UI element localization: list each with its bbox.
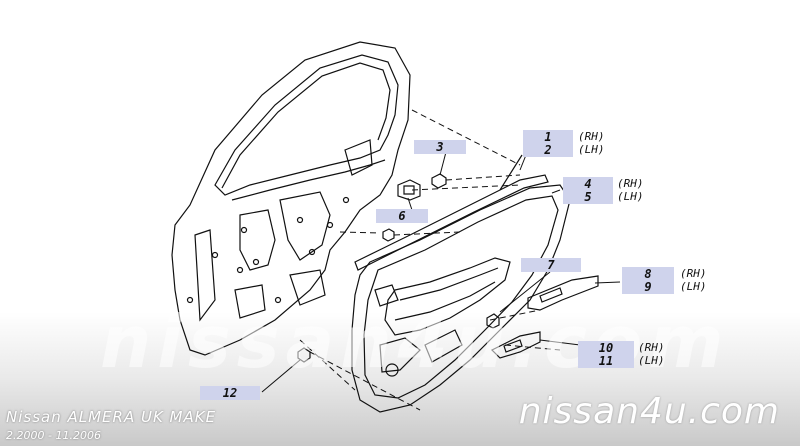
callout-6[interactable]: 6 [376, 209, 428, 223]
callout-10-side: (RH) [638, 341, 665, 354]
callout-1[interactable]: 1 [523, 130, 573, 144]
callout-2-side: (LH) [578, 143, 605, 156]
callout-4-number: 4 [584, 177, 592, 191]
callout-8-side: (RH) [680, 267, 707, 280]
armrest [384, 257, 511, 336]
callout-7-number: 7 [547, 258, 555, 272]
trim-screw-7 [486, 313, 500, 329]
callout-8[interactable]: 8 [622, 267, 674, 281]
callout-2[interactable]: 2 [523, 143, 573, 157]
model-caption: Nissan ALMERA UK MAKE [6, 408, 217, 426]
callout-5-side: (LH) [617, 190, 644, 203]
watermark: nissan4u.com [100, 300, 730, 384]
lock-switch-bezel [490, 331, 541, 359]
callout-9[interactable]: 9 [622, 280, 674, 294]
callout-3-number: 3 [436, 140, 444, 154]
callout-8-number: 8 [644, 267, 652, 281]
callout-7[interactable]: 7 [521, 258, 581, 272]
callout-9-side: (LH) [680, 280, 707, 293]
callout-11-side: (LH) [638, 354, 665, 367]
production-years: 2.2000 - 11.2006 [6, 429, 101, 442]
brand-logo-text: nissan4u.com [518, 391, 780, 432]
callout-12[interactable]: 12 [200, 386, 260, 400]
weather-strip [354, 174, 549, 271]
callout-3[interactable]: 3 [414, 140, 466, 154]
callout-11-number: 11 [598, 354, 614, 368]
clip-screw [431, 173, 447, 189]
grommet-12 [297, 347, 311, 363]
callout-4[interactable]: 4 [563, 177, 613, 191]
callout-1-side: (RH) [578, 130, 605, 143]
door-frame-outline [171, 41, 411, 356]
callout-4-side: (RH) [617, 177, 644, 190]
callout-2-number: 2 [544, 143, 552, 157]
callout-10-number: 10 [598, 341, 614, 355]
callout-9-number: 9 [644, 280, 652, 294]
window-switch-bezel [527, 275, 599, 311]
callout-10[interactable]: 10 [578, 341, 634, 355]
callout-12-number: 12 [222, 386, 238, 400]
callout-5-number: 5 [584, 190, 592, 204]
window-opening [214, 54, 399, 196]
callout-6-number: 6 [398, 209, 406, 223]
callout-1-number: 1 [544, 130, 552, 144]
clip-bracket [397, 179, 421, 201]
callout-11[interactable]: 11 [578, 354, 634, 368]
door-trim-panel [351, 184, 571, 413]
callout-5[interactable]: 5 [563, 190, 613, 204]
